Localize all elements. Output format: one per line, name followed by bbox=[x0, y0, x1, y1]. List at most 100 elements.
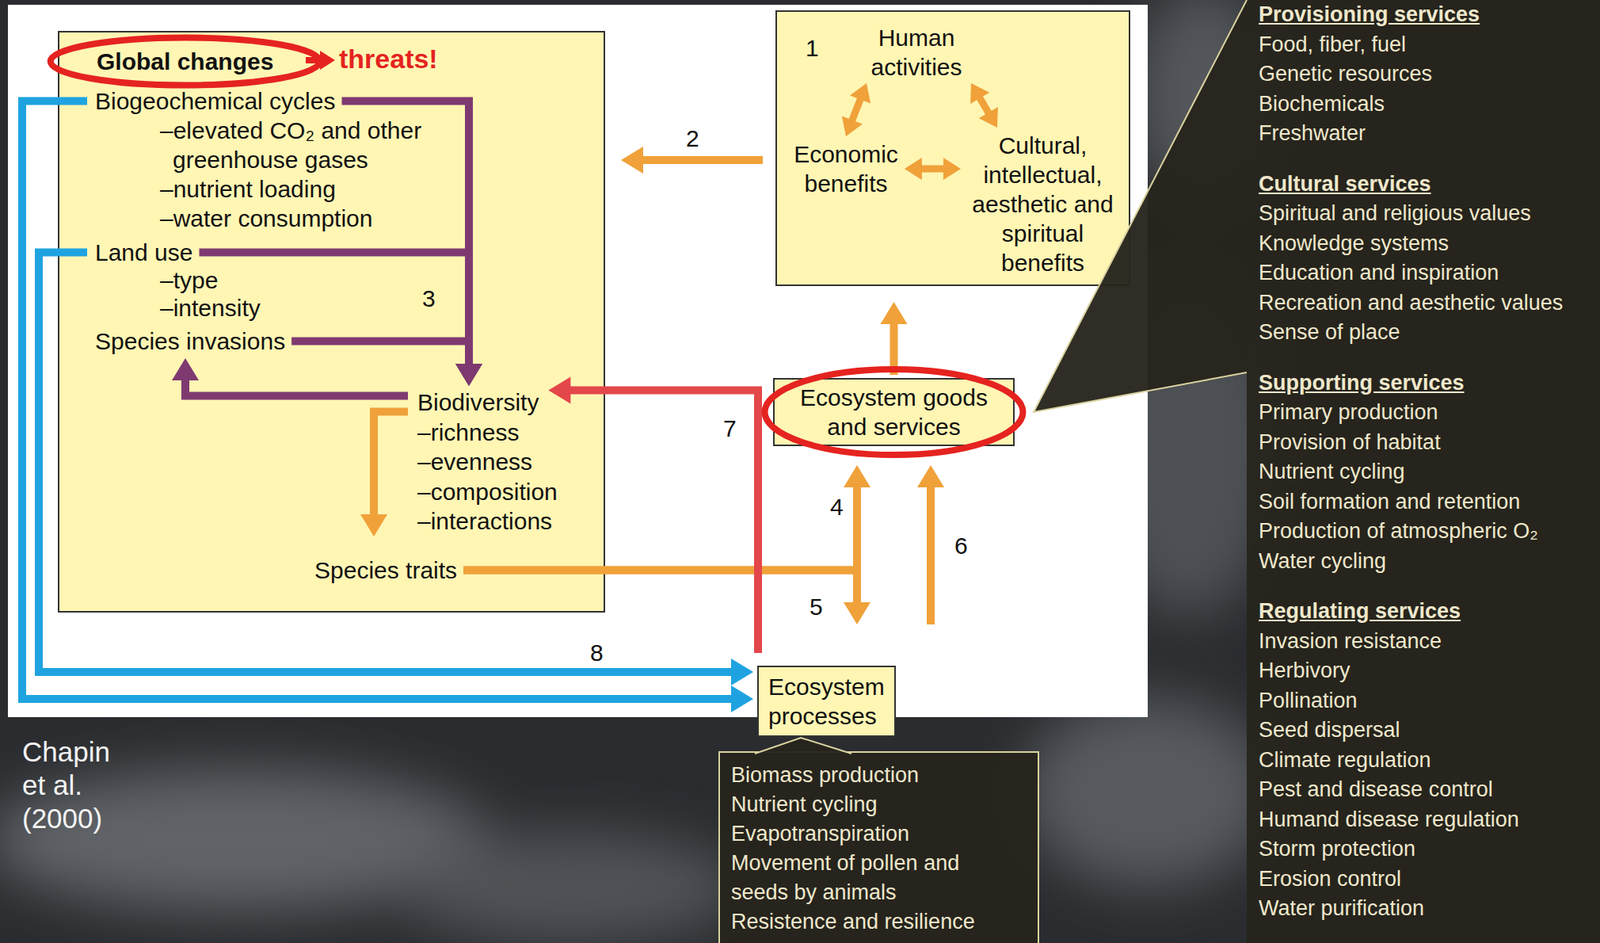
label-anchor: 2 bbox=[685, 123, 700, 153]
box-label: Economic benefits bbox=[786, 139, 906, 199]
list-item: Genetic resources bbox=[1258, 59, 1433, 90]
connector-line bbox=[640, 156, 763, 164]
box-label: Cultural, intellectual, aesthetic and sp… bbox=[965, 130, 1120, 278]
factor-item: –interactions bbox=[417, 506, 553, 537]
label-anchor: 6 bbox=[954, 530, 968, 560]
callout-number: 4 bbox=[830, 491, 844, 522]
list-item: Production of atmospheric O₂ bbox=[1258, 516, 1539, 547]
arrow-head bbox=[731, 658, 754, 686]
arrow-head bbox=[171, 358, 199, 381]
list-item: Soil formation and retention bbox=[1258, 487, 1520, 518]
warning-label: threats! bbox=[339, 41, 439, 77]
connector-line bbox=[851, 96, 862, 123]
factor-item: –water consumption bbox=[160, 203, 373, 233]
services-panel: Provisioning servicesFood, fiber, fuelGe… bbox=[1246, 0, 1600, 943]
callout-number: 3 bbox=[422, 283, 436, 313]
box-heading: Global changes bbox=[96, 46, 274, 77]
list-item: Humand disease regulation bbox=[1258, 804, 1520, 835]
connector-line bbox=[199, 252, 470, 368]
label-anchor: 5 bbox=[809, 591, 823, 621]
callout-pointer-edge bbox=[754, 737, 852, 754]
box-label: Human activities bbox=[857, 22, 976, 82]
list-item: Recreation and aesthetic values bbox=[1258, 288, 1563, 319]
list-item: Invasion resistance bbox=[1258, 626, 1442, 657]
arrow-head bbox=[731, 685, 754, 713]
list-item: Movement of pollen and seeds by animals bbox=[731, 848, 997, 907]
human-box: 1Human activitiesEconomic benefitsCultur… bbox=[775, 10, 1131, 286]
list-item: Primary production bbox=[1258, 397, 1439, 428]
section-heading: Regulating services bbox=[1258, 596, 1461, 627]
arrow-head bbox=[843, 601, 871, 625]
label-anchor: 3 bbox=[422, 283, 436, 313]
connector bbox=[841, 83, 871, 137]
list-item: Nutrient cycling bbox=[1258, 457, 1406, 488]
human-item: Cultural, intellectual, aesthetic and sp… bbox=[965, 130, 1120, 278]
factor-heading: Biodiversity bbox=[417, 387, 539, 418]
connector-line bbox=[978, 95, 991, 116]
biodiversity-group: Biodiversity–richness–evenness–compositi… bbox=[417, 387, 558, 537]
list-item: Knowledge systems bbox=[1258, 228, 1449, 260]
factor-item: –intensity bbox=[160, 293, 261, 322]
list-item: Freshwater bbox=[1258, 118, 1366, 149]
services-box: Ecosystem goods and services bbox=[773, 377, 1015, 446]
list-item: Pollination bbox=[1258, 685, 1358, 717]
label-anchor: 4 bbox=[830, 491, 844, 522]
list-item: Nutrient cycling bbox=[731, 789, 997, 820]
connector bbox=[880, 301, 908, 375]
factor-item: –richness bbox=[417, 417, 519, 448]
connector bbox=[463, 464, 871, 571]
driver-group: Biogeochemical cycles–elevated CO₂ and o… bbox=[95, 86, 446, 233]
arrow-head bbox=[841, 115, 863, 137]
factor-item: –nutrient loading bbox=[160, 174, 336, 204]
connector-line bbox=[291, 341, 469, 368]
callout-pointer bbox=[1033, 0, 1247, 412]
arrow-head bbox=[620, 146, 644, 174]
callout-box: Biomass productionNutrient cyclingEvapot… bbox=[718, 750, 1040, 943]
list-item: Resistence and resilience bbox=[731, 906, 997, 937]
arrow-head bbox=[880, 301, 908, 324]
arrow-head bbox=[904, 157, 922, 180]
cloud bbox=[1021, 697, 1276, 888]
list-item: Provision of habitat bbox=[1258, 427, 1441, 458]
arrow-head bbox=[360, 514, 388, 537]
factor-item: –elevated CO₂ and other greenhouse gases bbox=[160, 115, 446, 175]
connector-line bbox=[918, 165, 947, 173]
arrow-head bbox=[455, 363, 483, 386]
arrow-head bbox=[970, 83, 990, 104]
box-label: Ecosystem processes bbox=[768, 671, 885, 731]
list-item: Spiritual and religious values bbox=[1258, 198, 1532, 229]
list-item: Herbivory bbox=[1258, 655, 1351, 686]
list-item: Seed dispersal bbox=[1258, 715, 1401, 746]
arrow-head bbox=[843, 464, 871, 488]
list-item: Erosion control bbox=[1258, 864, 1402, 895]
connector bbox=[463, 570, 871, 625]
connector bbox=[754, 737, 852, 754]
factor-item: –composition bbox=[417, 476, 558, 507]
factor-heading: Biogeochemical cycles bbox=[95, 86, 336, 116]
connector bbox=[917, 464, 945, 625]
traits-group: Species traits bbox=[314, 555, 458, 585]
list-item: Biomass production bbox=[731, 760, 997, 790]
list-item: Pest and disease control bbox=[1258, 774, 1494, 805]
callout-number: 6 bbox=[954, 530, 968, 560]
connector bbox=[360, 411, 408, 538]
factor-item: –evenness bbox=[417, 446, 533, 477]
callout-number: 2 bbox=[685, 123, 700, 153]
callout-number: 8 bbox=[590, 637, 604, 667]
list-item: Evapotranspiration bbox=[731, 819, 997, 849]
connector bbox=[1033, 0, 1247, 412]
list-item: Sense of place bbox=[1258, 317, 1401, 348]
list-item: Water purification bbox=[1258, 893, 1425, 924]
list-item: Climate regulation bbox=[1258, 745, 1432, 776]
global-changes-box: Global changesBiogeochemical cycles–elev… bbox=[57, 30, 606, 613]
callout-pointer bbox=[754, 737, 852, 754]
cloud bbox=[396, 831, 745, 943]
highlight-ring bbox=[50, 38, 320, 86]
human-item: Human activities bbox=[857, 22, 976, 82]
connector bbox=[171, 358, 408, 397]
box-label: Ecosystem goods and services bbox=[796, 382, 991, 442]
connector bbox=[199, 252, 484, 387]
threat-arrow-head bbox=[320, 50, 336, 70]
connector bbox=[38, 252, 754, 686]
connector bbox=[970, 83, 999, 128]
